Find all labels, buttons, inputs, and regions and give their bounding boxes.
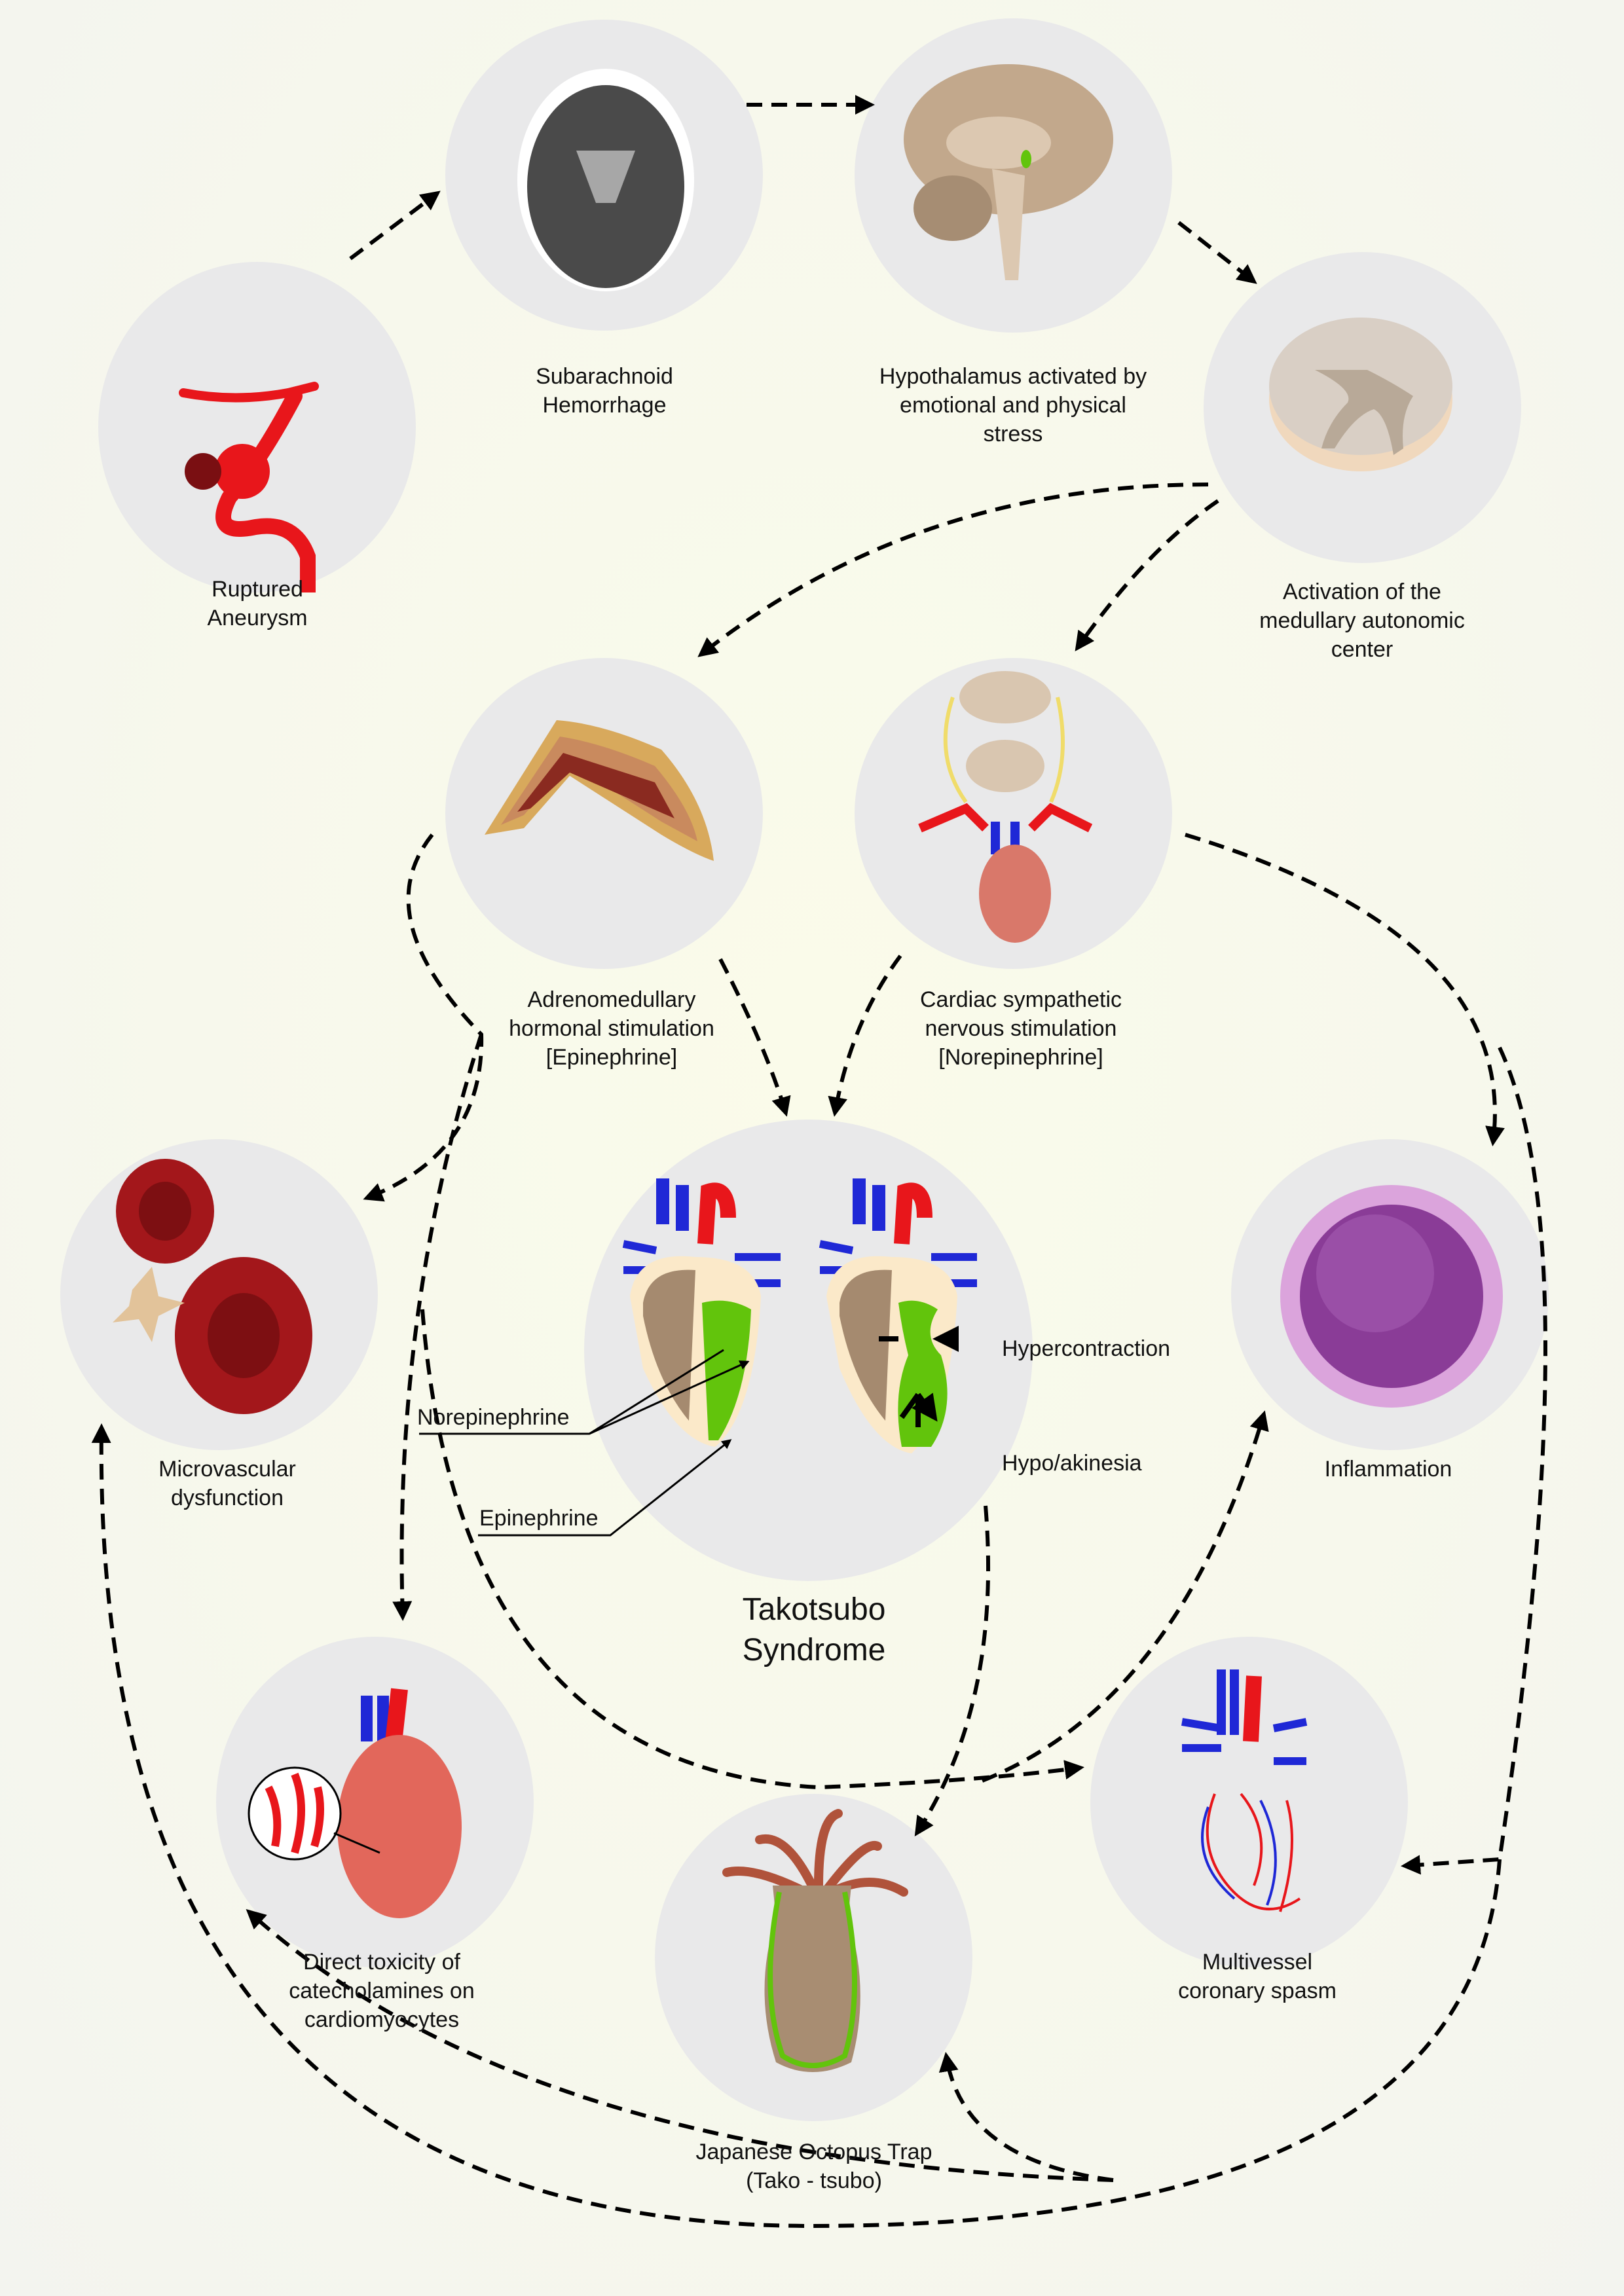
- node-hypothalamus: [855, 18, 1172, 333]
- node-subarachnoid-hemorrhage: [445, 20, 763, 331]
- label-inflammation: Inflammation: [1324, 1457, 1452, 1482]
- label-microvascular: Microvascular dysfunction: [158, 1457, 296, 1510]
- node-coronary-spasm: [1090, 1637, 1408, 1967]
- leukocyte-icon: [1280, 1185, 1503, 1408]
- label-subarachnoid-hemorrhage: Subarachnoid Hemorrhage: [536, 364, 673, 418]
- label-octopus-trap: Japanese Octopus Trap (Tako - tsubo): [695, 2140, 932, 2193]
- node-cardiac-sympathetic: [855, 658, 1172, 969]
- coronary-vessels-icon: [1181, 1669, 1308, 1912]
- sympathetic-heart-icon: [918, 671, 1093, 943]
- label-coronary-spasm: Multivessel coronary spasm: [1178, 1950, 1337, 2003]
- node-octopus-trap: [655, 1794, 972, 2121]
- arrow-medulla-to-sympathetic: [1075, 499, 1219, 651]
- arrow-medulla-to-adrenal: [697, 483, 1209, 657]
- red-blood-cells-icon: [113, 1159, 312, 1414]
- spinal-cord-section-icon: [1269, 318, 1452, 471]
- annotation-norepinephrine: Norepinephrine: [417, 1405, 570, 1430]
- arrow-aneurysm-to-hemorrhage: [349, 191, 441, 261]
- node-medullary-center: [1204, 252, 1521, 563]
- node-ruptured-aneurysm: [98, 262, 416, 592]
- heart-comparison-icon: [622, 1178, 977, 1453]
- node-adrenomedullary: [445, 658, 763, 969]
- annotation-hypo-akinesia: Hypo/akinesia: [1002, 1451, 1142, 1476]
- label-medullary-center: Activation of the medullary autonomic ce…: [1259, 579, 1465, 662]
- ct-brain-scan-icon: [517, 69, 694, 291]
- aneurysm-icon: [179, 382, 319, 592]
- label-adrenomedullary: Adrenomedullary hormonal stimulation [Ep…: [509, 987, 714, 1070]
- node-takotsubo-center: [584, 1120, 1033, 1581]
- label-direct-toxicity: Direct toxicity of catecholamines on car…: [289, 1950, 475, 2032]
- label-cardiac-sympathetic: Cardiac sympathetic nervous stimulation …: [919, 987, 1122, 1070]
- node-microvascular: [60, 1139, 378, 1450]
- annotation-hypercontraction: Hypercontraction: [1002, 1336, 1171, 1361]
- label-ruptured-aneurysm: Ruptured Aneurysm: [207, 577, 308, 630]
- arrow-sympathetic-to-inflammation: [1185, 833, 1505, 1146]
- octopus-pot-icon: [722, 1809, 908, 2072]
- brain-sagittal-icon: [904, 64, 1113, 280]
- heart-cardiomyocytes-icon: [248, 1688, 462, 1918]
- arrow-sympathetic-to-takotsubo: [828, 955, 902, 1117]
- label-takotsubo-syndrome: Takotsubo Syndrome: [742, 1592, 886, 1667]
- arrow-adrenal-to-toxicity: [392, 1034, 483, 1621]
- annotation-epinephrine: Epinephrine: [479, 1506, 599, 1531]
- adrenal-gland-icon: [485, 720, 714, 861]
- node-inflammation: [1231, 1139, 1549, 1450]
- arrow-adrenal-to-takotsubo: [718, 958, 791, 1117]
- node-direct-toxicity: [216, 1637, 534, 1967]
- label-hypothalamus: Hypothalamus activated by emotional and …: [879, 364, 1147, 446]
